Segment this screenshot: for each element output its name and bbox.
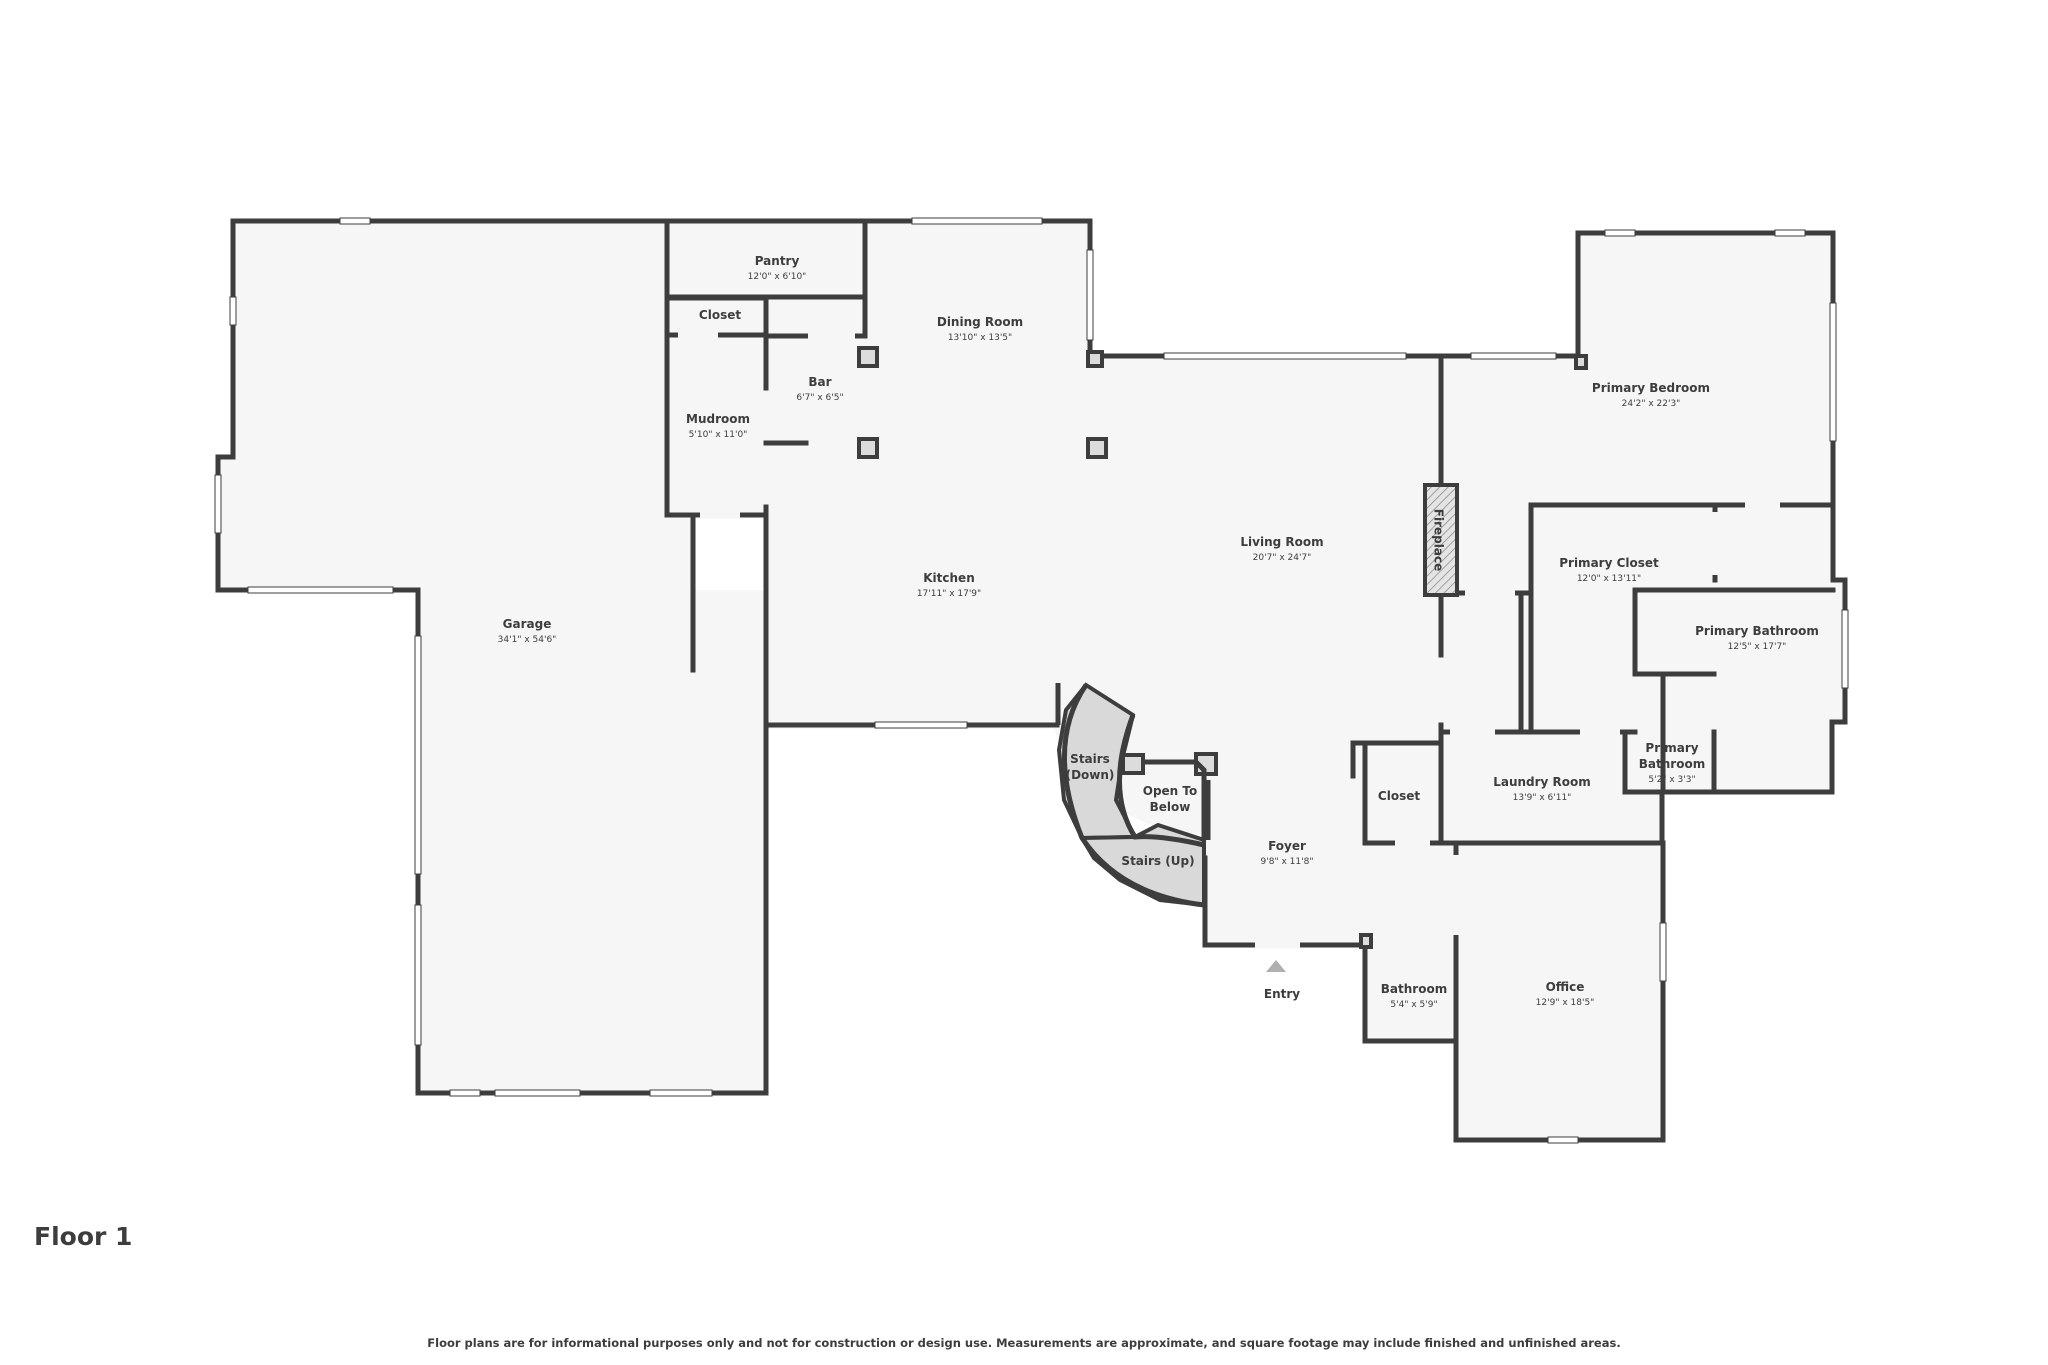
room-name-bathroom: Bathroom [1381, 982, 1447, 996]
room-name-primary-bathroom-small-line1: Primary [1645, 741, 1698, 755]
staircase [1055, 682, 1211, 908]
window [414, 635, 422, 875]
window [649, 1089, 713, 1097]
window [1547, 1136, 1579, 1144]
room-name-laundry: Laundry Room [1493, 775, 1591, 789]
column [1086, 437, 1108, 459]
room-name-closet-foyer: Closet [1378, 789, 1420, 803]
room-dims-primary-bathroom: 12'5" x 17'7" [1728, 642, 1787, 652]
window [229, 296, 237, 326]
window [414, 904, 422, 1046]
column [857, 346, 879, 368]
room-dims-primary-bathroom-small: 5'2" x 3'3" [1648, 775, 1695, 785]
room-name-dining: Dining Room [937, 315, 1023, 329]
open-to-below-line1: Open To [1143, 784, 1198, 798]
window [339, 217, 371, 225]
window [1829, 302, 1837, 442]
window [1604, 229, 1636, 237]
room-dims-laundry: 13'9" x 6'11" [1513, 793, 1572, 803]
entry-label: Entry [1264, 987, 1300, 1001]
floor-fill [218, 221, 1845, 1140]
room-name-bar: Bar [808, 375, 831, 389]
column [1121, 753, 1145, 775]
room-name-primary-bathroom: Primary Bathroom [1695, 624, 1819, 638]
room-dims-mudroom: 5'10" x 11'0" [689, 430, 748, 440]
window [247, 586, 394, 594]
room-name-kitchen: Kitchen [923, 571, 975, 585]
floor-title: Floor 1 [34, 1222, 133, 1251]
room-dims-bar: 6'7" x 6'5" [796, 393, 843, 403]
room-name-pantry: Pantry [755, 254, 800, 268]
window [494, 1089, 581, 1097]
room-dims-office: 12'9" x 18'5" [1536, 998, 1595, 1008]
room-name-office: Office [1546, 980, 1585, 994]
window [874, 721, 968, 729]
room-dims-kitchen: 17'11" x 17'9" [917, 589, 981, 599]
room-dims-foyer: 9'8" x 11'8" [1261, 857, 1314, 867]
door-openings [678, 331, 1780, 949]
window [1470, 352, 1557, 360]
window [1659, 922, 1667, 982]
column [1359, 933, 1373, 949]
room-dims-pantry: 12'0" x 6'10" [748, 272, 807, 282]
stairs-down-line1: Stairs [1070, 752, 1110, 766]
stairs-down-line2: (Down) [1066, 768, 1115, 782]
fireplace: Fireplace [1423, 483, 1459, 597]
entry-arrow-icon [1266, 960, 1286, 972]
fireplace-label: Fireplace [1432, 509, 1446, 571]
column [1574, 354, 1588, 370]
room-name-garage: Garage [503, 617, 552, 631]
room-name-foyer: Foyer [1268, 839, 1306, 853]
windows [214, 217, 1849, 1144]
open-to-below-line2: Below [1150, 800, 1191, 814]
room-dims-primary-closet: 12'0" x 13'11" [1577, 574, 1641, 584]
room-name-primary-bathroom-small-line2: Bathroom [1639, 757, 1705, 771]
room-name-closet-upper: Closet [699, 308, 741, 322]
room-name-living: Living Room [1240, 535, 1323, 549]
window [1086, 249, 1094, 341]
room-dims-living: 20'7" x 24'7" [1253, 553, 1312, 563]
column [1086, 350, 1104, 368]
disclaimer-text: Floor plans are for informational purpos… [427, 1336, 1621, 1350]
room-name-primary-bedroom: Primary Bedroom [1592, 381, 1710, 395]
room-name-primary-closet: Primary Closet [1559, 556, 1659, 570]
room-dims-primary-bedroom: 24'2" x 22'3" [1622, 399, 1681, 409]
open-to-below-rail [1143, 759, 1207, 840]
window [449, 1089, 481, 1097]
column [857, 437, 879, 459]
window [1841, 609, 1849, 689]
window [1774, 229, 1806, 237]
room-dims-garage: 34'1" x 54'6" [498, 635, 557, 645]
stairs-up-label: Stairs (Up) [1121, 854, 1194, 868]
room-labels: Garage 34'1" x 54'6" Pantry 12'0" x 6'10… [498, 254, 1819, 1010]
room-dims-dining: 13'10" x 13'5" [948, 333, 1012, 343]
stair-inner-edge [1117, 714, 1205, 848]
window [214, 474, 222, 534]
room-name-mudroom: Mudroom [686, 412, 750, 426]
room-dims-bathroom: 5'4" x 5'9" [1390, 1000, 1437, 1010]
stair-outer-edge [1061, 683, 1205, 908]
window [1163, 352, 1407, 360]
window [911, 217, 1043, 225]
